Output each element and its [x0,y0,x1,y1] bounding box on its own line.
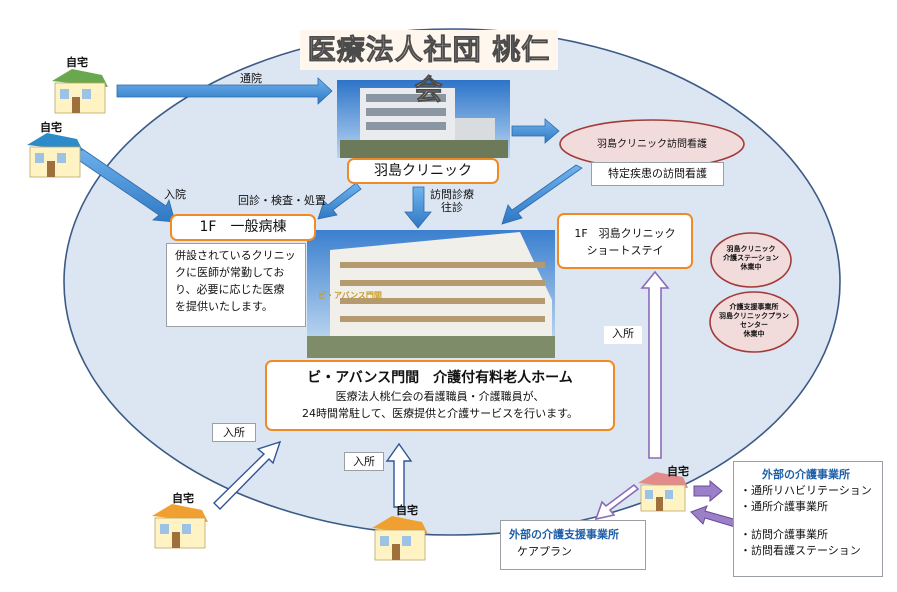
external-service-item: ・通所介護事業所 [740,500,828,513]
shortstay-line: ショートステイ [586,244,664,257]
small-oval-line: センター [740,321,768,329]
small-oval-line: 休業中 [743,330,765,338]
ward-box: 1F 一般病棟 [170,214,316,241]
house-icon [27,133,83,178]
arrow-clinic-to-facility [404,186,432,229]
arrow-home-left-to-facility [213,440,282,510]
small-oval-line: 介護ステーション [723,254,779,262]
label-nyusho-right: 入所 [604,326,642,344]
label-homon-line: 往診 [441,201,463,214]
small-oval-care-station [710,232,792,288]
small-oval-care-station-text: 羽島クリニック 介護ステーション 休業中 [713,245,789,272]
label-homon: 訪問診療 往診 [430,188,474,214]
home-label: 自宅 [40,121,62,134]
visiting-nursing-label: 羽島クリニック訪問看護 [597,139,707,150]
care-support-sub: ケアプラン [517,545,572,558]
arrow-home-to-external-services [693,479,723,503]
care-support-title: 外部の介護支援事業所 [509,528,619,541]
ward-description-line: クに医師が常勤してお [175,266,285,279]
ward-description-line: を提供いたします。 [175,300,273,313]
external-service-item: ・訪問看護ステーション [740,544,861,557]
facility-photo: ビ・アバンス門間 [307,230,555,358]
facility-photo-sign: ビ・アバンス門間 [318,290,382,300]
label-tsuin: 通院 [240,72,262,85]
arrow-clinic-to-ward [317,182,362,220]
care-support-box: 外部の介護支援事業所 ケアプラン [500,520,646,570]
clinic-label-box: 羽島クリニック [347,158,499,184]
external-service-item: ・通所リハビリテーション [740,484,872,497]
clinic-photo [337,80,510,158]
external-services-title: 外部の介護事業所 [762,468,850,481]
small-oval-care-support-text: 介護支援事業所 羽島クリニックプラン センター 休業中 [712,303,796,339]
house-icon [152,504,208,549]
ward-description-box: 併設されているクリニッ クに医師が常勤してお り、必要に応じた医療 を提供いたし… [166,243,306,327]
small-oval-line: 羽島クリニックプラン [719,312,789,320]
org-title: 医療法人社団 桃仁会 [300,30,558,106]
arrow-clinic-to-visiting-nursing [511,118,560,144]
ward-description-line: り、必要に応じた医療 [175,283,285,296]
house-icon [638,472,688,512]
house-icon [372,516,428,561]
house-icon [52,69,108,114]
small-oval-line: 羽島クリニック [726,245,776,253]
external-services-box: 外部の介護事業所 ・通所リハビリテーション ・通所介護事業所 ・訪問介護事業所 … [733,461,883,577]
home-label: 自宅 [396,504,418,517]
care-home-line: 24時間常駐して、医療提供と介護サービスを行います。 [301,407,578,420]
small-oval-care-support-center [709,291,799,353]
arrow-home-to-shortstay [640,270,670,459]
label-nyusho-left: 入所 [212,423,256,442]
care-home-title: ビ・アバンス門間 介護付有料老人ホーム [307,370,573,386]
ward-description-line: 併設されているクリニッ [175,249,296,262]
home-label: 自宅 [172,492,194,505]
external-service-item: ・訪問介護事業所 [740,528,828,541]
ward-label: 1F 一般病棟 [199,219,287,235]
arrow-external-services-to-home [690,505,738,528]
arrow-home-center-to-facility [385,442,413,508]
arrow-nursing-to-facility [501,164,583,225]
care-home-box: ビ・アバンス門間 介護付有料老人ホーム 医療法人桃仁会の看護職員・介護職員が、 … [265,360,615,431]
label-homon-line: 訪問診療 [430,188,474,201]
arrow-home-to-ward [70,145,176,223]
small-oval-line: 休業中 [740,263,762,271]
care-home-line: 医療法人桃仁会の看護職員・介護職員が、 [335,390,545,403]
home-label: 自宅 [667,465,689,478]
arrow-home-to-care-support [594,483,640,521]
label-nyusho-center: 入所 [344,452,384,471]
label-nyuin: 入院 [164,188,186,201]
shortstay-box: 1F 羽島クリニック ショートステイ [557,213,693,269]
label-kaishin: 回診・検査・処置 [238,194,326,207]
home-label: 自宅 [66,56,88,69]
specific-disease-label: 特定疾患の訪問看護 [608,167,707,180]
shortstay-line: 1F 羽島クリニック [574,227,676,240]
small-oval-line: 介護支援事業所 [729,303,779,311]
clinic-label: 羽島クリニック [374,163,472,179]
specific-disease-box: 特定疾患の訪問看護 [591,162,724,186]
arrow-home-to-clinic [116,77,333,105]
